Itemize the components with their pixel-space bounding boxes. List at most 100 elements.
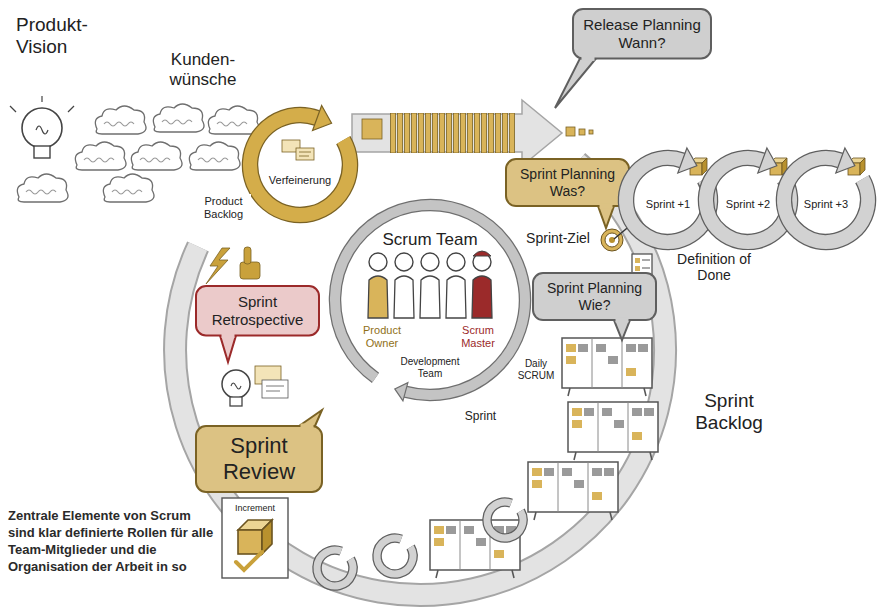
definition-of-done-label: Definition of Done <box>670 250 758 284</box>
bubble-joint <box>600 204 613 209</box>
node-heading: Sprint Retrospective <box>206 293 309 328</box>
node-text: Product Owner <box>352 324 412 350</box>
node-heading: Sprint Planning <box>516 166 619 183</box>
customer-wish-clouds <box>17 104 259 202</box>
scrum-team-figures <box>473 251 491 256</box>
cycle-arrow-band <box>784 158 868 242</box>
retrospective-icons <box>240 262 260 279</box>
checklist-icon <box>635 266 640 271</box>
customer-wish-clouds <box>153 104 204 132</box>
bubble-joint <box>301 424 314 429</box>
sprint-boards <box>562 338 652 396</box>
vision-lightbulb <box>36 126 48 134</box>
bottom-sprint-chain <box>317 502 523 586</box>
node-heading: Verfeinerung <box>269 174 331 187</box>
vision-label: Produkt-Vision <box>16 14 111 58</box>
retrospective-icons <box>206 248 230 284</box>
backlog-label: Product Backlog <box>196 194 251 221</box>
increment-box <box>222 498 288 578</box>
review-lightbulb <box>262 380 288 398</box>
scrum-team-figures <box>420 276 440 318</box>
scrum-team-figures <box>394 276 414 318</box>
customer-wishes-label: Kunden-wünsche <box>158 50 248 89</box>
increment-box <box>236 552 262 570</box>
bubble-joint <box>582 56 595 61</box>
node-text: Scrum Master <box>448 324 508 350</box>
node-heading: Sprint Review <box>206 433 312 485</box>
bottom-sprint-chain <box>487 502 523 538</box>
node-heading: Sprint +2 <box>726 198 770 211</box>
increment-box <box>222 498 288 578</box>
release-band-arrow <box>589 130 593 134</box>
vision-lightbulb <box>34 146 50 158</box>
release-planning-bubble: Release PlanningWann? <box>572 8 712 59</box>
sprint-cycle: Sprint +3 <box>775 149 877 251</box>
sprint-goal-label: Sprint-Ziel <box>520 230 596 246</box>
figure-caption: Zentrale Elemente von Scrum sind klar de… <box>8 508 216 576</box>
node-text: Wann? <box>583 34 701 52</box>
refinement-papers <box>299 156 309 157</box>
increment-label: Increment <box>226 502 284 514</box>
customer-wish-clouds <box>189 142 240 170</box>
review-lightbulb <box>266 386 284 387</box>
refinement-cycle: Verfeinerung <box>241 106 359 224</box>
checklist-icon <box>635 258 640 263</box>
scrum-team-figures <box>395 253 413 271</box>
bubble-body <box>506 159 629 206</box>
node-heading: Sprint +1 <box>646 198 690 211</box>
scrum-team-figures <box>421 253 439 271</box>
bubble-body <box>196 286 319 335</box>
sprint-review-bubble: Sprint Review <box>195 425 323 493</box>
customer-wish-clouds <box>95 106 146 134</box>
scrum-team-figures <box>369 253 387 271</box>
cycle-arrow-arrowhead <box>836 148 855 173</box>
sprint-planning-what-bubble: Sprint PlanningWas? <box>505 158 630 207</box>
review-lightbulb <box>222 370 250 398</box>
customer-wish-clouds <box>17 174 68 202</box>
refinement-papers <box>299 152 311 153</box>
node-heading: Scrum Team <box>330 230 530 250</box>
customer-wish-clouds <box>75 142 126 170</box>
cycle-arrow-outline <box>784 158 868 242</box>
release-band-arrow <box>566 127 575 136</box>
sprint-goal-target <box>601 229 623 251</box>
release-band-arrow <box>352 100 562 166</box>
scrum-team-figures <box>447 253 465 271</box>
release-band-arrow <box>579 129 585 135</box>
sprint-label: Sprint <box>458 410 503 424</box>
retrospective-icons <box>244 247 251 264</box>
bubble-tail <box>555 58 596 108</box>
refinement-papers <box>282 140 314 160</box>
customer-wish-clouds <box>131 142 182 170</box>
bubble-body <box>196 426 322 492</box>
review-lightbulb <box>231 383 241 389</box>
bubble-tail <box>598 206 614 228</box>
bubble-joint <box>222 333 235 338</box>
sprint-boards <box>528 462 618 520</box>
scrum-team-figures <box>368 276 388 318</box>
checklist-icon <box>642 268 650 269</box>
cycle-arrow-outline <box>250 115 350 215</box>
customer-wish-clouds <box>208 106 259 134</box>
node-heading: Sprint Planning <box>543 280 646 297</box>
node-heading: Sprint +3 <box>804 198 848 211</box>
bottom-sprint-chain <box>377 538 413 574</box>
cycle-arrow-arrowhead <box>313 106 332 131</box>
vision-lightbulb <box>68 106 74 112</box>
customer-wish-clouds <box>103 174 154 202</box>
scrum-team-figures <box>446 276 466 318</box>
process-cycle-ring <box>175 162 665 595</box>
review-lightbulb <box>230 397 242 406</box>
vision-lightbulb <box>10 96 74 158</box>
vision-lightbulb <box>41 96 42 102</box>
bubble-joint <box>616 318 629 323</box>
process-cycle-ring <box>175 162 665 595</box>
review-lightbulb <box>266 391 280 392</box>
sprint-retrospective-bubble: Sprint Retrospective <box>195 285 320 336</box>
bubble-body <box>533 273 656 320</box>
node-text: Wie? <box>543 297 646 314</box>
node-text: Was? <box>516 183 619 200</box>
node-text: Development Team <box>398 356 462 380</box>
bottom-sprint-chain <box>317 550 353 586</box>
